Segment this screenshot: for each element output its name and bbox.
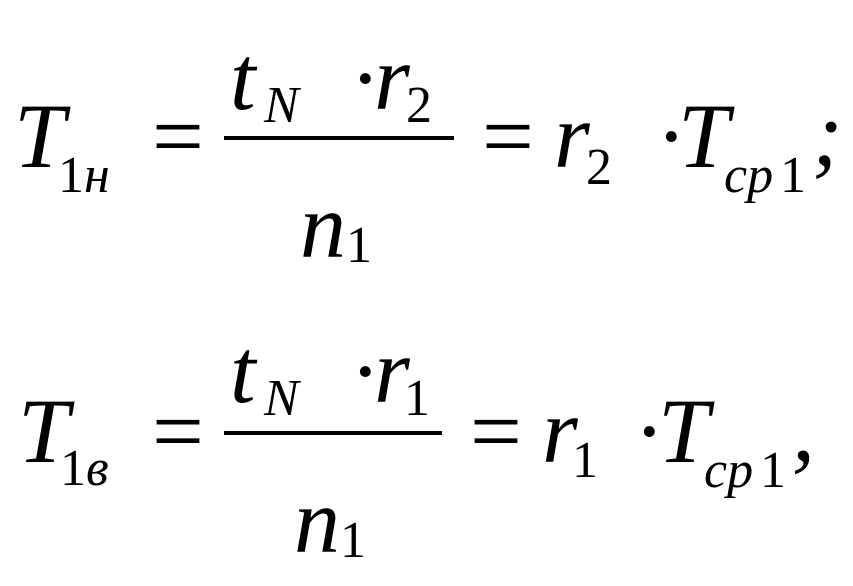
rhs-dot: · <box>634 380 665 482</box>
denominator-n-subscript: 1 <box>340 512 366 569</box>
numerator-t: t <box>230 320 256 422</box>
rhs-T: T <box>658 380 710 482</box>
rhs-T-subscript-number: 1 <box>780 147 806 204</box>
rhs-r: r <box>554 85 590 187</box>
rhs-r-subscript: 1 <box>572 432 598 489</box>
equals-sign-2: = <box>482 85 534 187</box>
denominator-n: n <box>300 175 346 277</box>
equals-sign-2: = <box>470 380 522 482</box>
lhs-symbol: T <box>18 380 70 482</box>
numerator-t-subscript: N <box>264 370 299 427</box>
rhs-T-subscript-number: 1 <box>760 442 786 499</box>
numerator-r: r <box>374 320 410 422</box>
rhs-dot: · <box>656 85 687 187</box>
equals-sign: = <box>152 380 204 482</box>
equals-sign: = <box>152 85 204 187</box>
rhs-r: r <box>542 380 578 482</box>
equation-2: T 1 в = t N · r 1 n 1 = r 1 · T ср 1 , <box>0 293 853 586</box>
numerator-t: t <box>230 27 256 129</box>
numerator-t-subscript: N <box>264 77 299 134</box>
rhs-T-subscript-letters: ср <box>704 442 754 499</box>
equation-1: T 1 н = t N · r 2 n 1 = r 2 · T ср 1 ; <box>14 27 843 277</box>
fraction-bar <box>224 136 454 140</box>
numerator-r-subscript: 1 <box>404 370 430 427</box>
terminator: ; <box>812 83 843 185</box>
denominator-n-subscript: 1 <box>346 217 372 274</box>
numerator-r-subscript: 2 <box>406 77 432 134</box>
rhs-r-subscript: 2 <box>586 139 612 196</box>
numerator-dot: · <box>350 27 381 129</box>
fraction-bar <box>224 431 442 435</box>
denominator-n: n <box>294 470 340 572</box>
terminator: , <box>792 378 815 480</box>
lhs-subscript-number: 1 <box>60 440 86 497</box>
lhs-subscript-number: 1 <box>58 147 84 204</box>
numerator-dot: · <box>350 320 381 422</box>
numerator-r: r <box>374 27 410 129</box>
lhs-symbol: T <box>14 85 66 187</box>
lhs-subscript-letter: н <box>84 147 110 204</box>
rhs-T-subscript-letters: ср <box>724 147 774 204</box>
lhs-subscript-letter: в <box>86 440 109 497</box>
rhs-T: T <box>678 85 730 187</box>
